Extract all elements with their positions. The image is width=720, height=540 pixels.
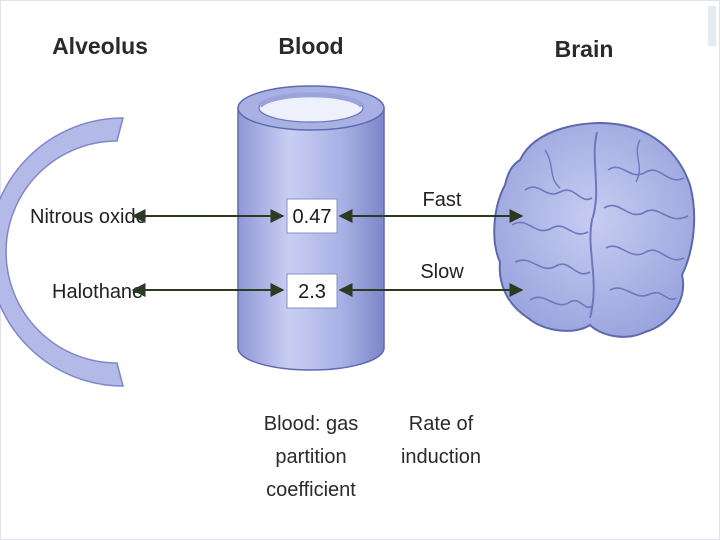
caption-partition-line-3: coefficient	[266, 479, 356, 501]
caption-partition-line-2: partition	[275, 446, 346, 468]
header-blood: Blood	[278, 33, 343, 59]
caption-partition-line-1: Blood: gas	[264, 413, 359, 435]
label-nitrous-oxide: Nitrous oxide	[30, 206, 147, 228]
caption-induction-line-2: induction	[401, 446, 481, 468]
blood-vessel-cylinder	[237, 85, 385, 371]
coefficient-box-halothane	[286, 273, 338, 309]
header-alveolus: Alveolus	[52, 33, 148, 59]
header-brain: Brain	[555, 36, 614, 62]
corner-mark	[708, 6, 716, 46]
caption-induction-line-1: Rate of	[409, 413, 474, 435]
alveolus-crescent-shape	[0, 117, 124, 387]
rate-slow: Slow	[420, 261, 464, 283]
brain-shape	[493, 122, 696, 338]
label-halothane: Halothane	[52, 281, 143, 303]
rate-fast: Fast	[423, 189, 462, 211]
coefficient-nitrous: 0.47	[293, 206, 332, 228]
coefficient-halothane: 2.3	[298, 281, 326, 303]
coefficient-box-nitrous	[286, 198, 338, 234]
